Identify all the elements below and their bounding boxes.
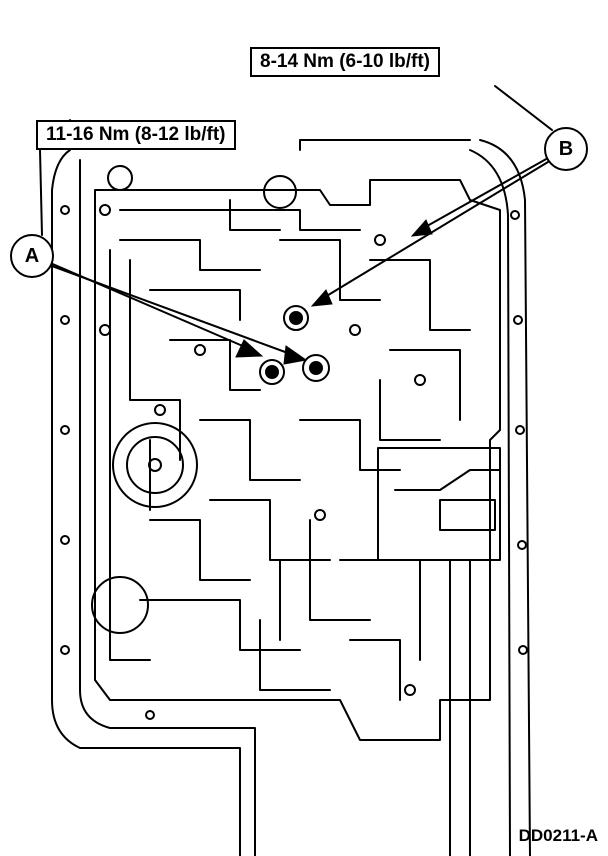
arrowhead-b-2 xyxy=(310,289,333,307)
bolt-a-left xyxy=(259,359,285,385)
bolt-a-left-center xyxy=(265,365,279,379)
bolt-hole xyxy=(145,710,155,720)
accumulator-piston xyxy=(148,458,162,472)
bolt-a-right xyxy=(302,354,330,382)
valve-channel xyxy=(119,239,261,271)
arrow-b-2 xyxy=(319,161,549,301)
valve-body-plate xyxy=(94,179,501,741)
accumulator-bore xyxy=(112,422,198,508)
bolt-hole xyxy=(510,210,520,220)
bolt-hole xyxy=(60,315,70,325)
detent-spring xyxy=(439,499,496,531)
valve-channel xyxy=(119,209,361,231)
lower-bore xyxy=(91,576,149,634)
valve-channel xyxy=(349,639,401,701)
bolt-hole xyxy=(518,645,528,655)
bolt-hole xyxy=(515,425,525,435)
valve-channel xyxy=(149,519,251,581)
case-inner-wall xyxy=(79,159,256,856)
case-right-wall xyxy=(479,139,531,856)
arrowhead-a-2 xyxy=(283,345,308,365)
bolt-hole xyxy=(60,425,70,435)
bolt-hole xyxy=(60,535,70,545)
valve-channel xyxy=(309,519,371,621)
case-top-edge xyxy=(299,139,471,151)
torque-callout-a: 11-16 Nm (8-12 lb/ft) xyxy=(36,120,236,150)
bolt-b xyxy=(283,305,309,331)
bolt-hole xyxy=(513,315,523,325)
leader-line-a xyxy=(39,149,43,236)
arrowhead-b-1 xyxy=(410,219,433,237)
bolt-hole xyxy=(314,509,326,521)
valve-channel xyxy=(109,249,151,661)
valve-channel xyxy=(149,289,241,321)
arrow-b-1 xyxy=(419,157,549,231)
valve-channel xyxy=(339,559,421,661)
bolt-hole xyxy=(374,234,386,246)
valve-channel xyxy=(389,349,461,421)
bolt-hole xyxy=(154,404,166,416)
figure-id: DD0211-A xyxy=(518,826,598,845)
bolt-hole xyxy=(414,374,426,386)
case-right-wall-inner xyxy=(469,149,511,856)
upper-plug xyxy=(263,175,297,209)
accumulator-bore xyxy=(126,436,184,494)
arrowhead-a-1 xyxy=(235,339,264,358)
valve-channel xyxy=(369,259,471,331)
leader-line-b xyxy=(494,85,553,131)
bolt-hole xyxy=(349,324,361,336)
bolt-hole xyxy=(404,684,416,696)
manual-shaft xyxy=(449,559,471,856)
valve-channel xyxy=(139,599,301,651)
detent-plate xyxy=(377,447,501,561)
bolt-hole xyxy=(99,204,111,216)
valve-channel xyxy=(259,619,331,691)
valve-channel xyxy=(279,239,381,301)
valve-channel xyxy=(209,499,331,561)
bolt-b-center xyxy=(289,311,303,325)
bolt-hole xyxy=(60,205,70,215)
bolt-hole xyxy=(517,540,527,550)
valve-channel xyxy=(199,419,301,481)
valve-channel xyxy=(169,339,261,391)
case-outline xyxy=(51,119,241,856)
bolt-a-right-center xyxy=(309,361,323,375)
detent-lever xyxy=(394,469,501,491)
bolt-hole xyxy=(99,324,111,336)
torque-callout-b: 8-14 Nm (6-10 lb/ft) xyxy=(250,47,440,77)
callout-letter-a: A xyxy=(10,234,54,278)
bolt-hole xyxy=(194,344,206,356)
valve-channel xyxy=(229,199,281,231)
arrow-a-2 xyxy=(51,265,297,357)
bolt-hole xyxy=(60,645,70,655)
valve-channel xyxy=(129,259,181,461)
valve-channel xyxy=(379,379,441,441)
valve-channel xyxy=(299,419,401,471)
upper-plug xyxy=(107,165,133,191)
callout-letter-b: B xyxy=(544,127,588,171)
